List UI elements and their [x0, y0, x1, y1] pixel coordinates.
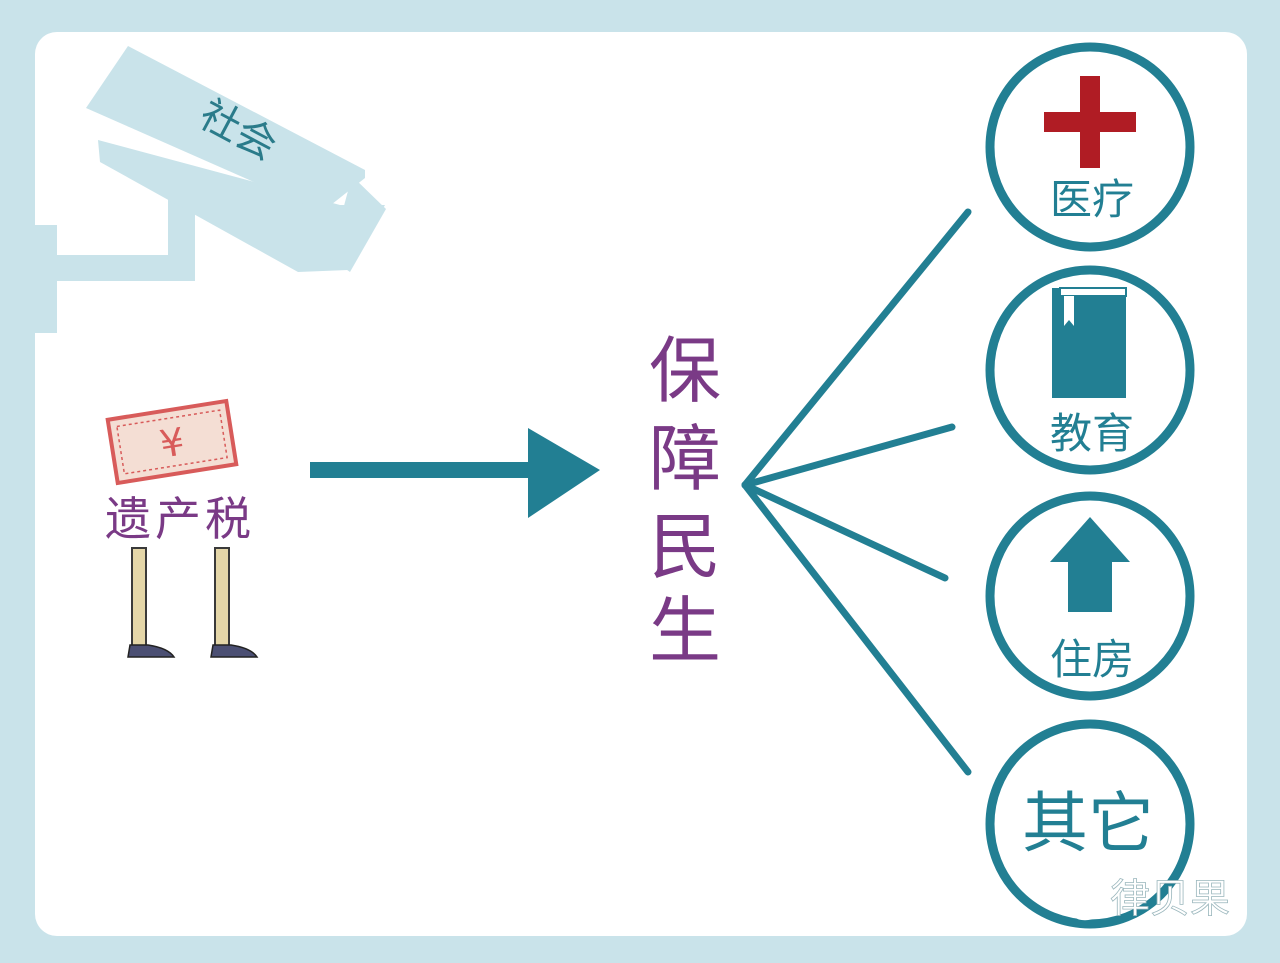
- flow-arrow: [310, 428, 600, 518]
- center-char-2: 障: [649, 417, 721, 501]
- category-label-other: 其它: [1022, 785, 1154, 862]
- person-legs-icon: [127, 547, 259, 658]
- branch-line-housing: [741, 481, 949, 582]
- center-char-4: 生: [649, 589, 721, 673]
- wechat-icon: [1046, 879, 1103, 921]
- center-char-1: 保: [649, 329, 721, 413]
- category-label-healthcare: 医疗: [1050, 175, 1134, 224]
- book-icon: [1052, 287, 1127, 398]
- branch-line-healthcare: [741, 208, 972, 489]
- category-healthcare: 医疗: [985, 42, 1195, 252]
- house-arrow-icon: [1050, 517, 1130, 612]
- category-other: 其它: [985, 719, 1195, 929]
- watermark: 律贝果: [1046, 876, 1230, 922]
- watermark-text: 律贝果: [1110, 876, 1230, 922]
- category-housing: 住房: [985, 491, 1195, 701]
- money-bill-icon: ¥: [105, 398, 239, 486]
- center-char-3: 民: [649, 505, 721, 589]
- source-label: 遗产税: [105, 492, 255, 546]
- branch-line-education: [741, 423, 956, 489]
- branch-line-other: [741, 481, 972, 776]
- security-camera-icon: [35, 46, 386, 333]
- category-education: 教育: [985, 265, 1195, 475]
- category-label-education: 教育: [1050, 409, 1134, 458]
- branch-lines: [741, 208, 972, 776]
- category-label-housing: 住房: [1050, 635, 1134, 684]
- red-cross-icon: [1044, 76, 1136, 168]
